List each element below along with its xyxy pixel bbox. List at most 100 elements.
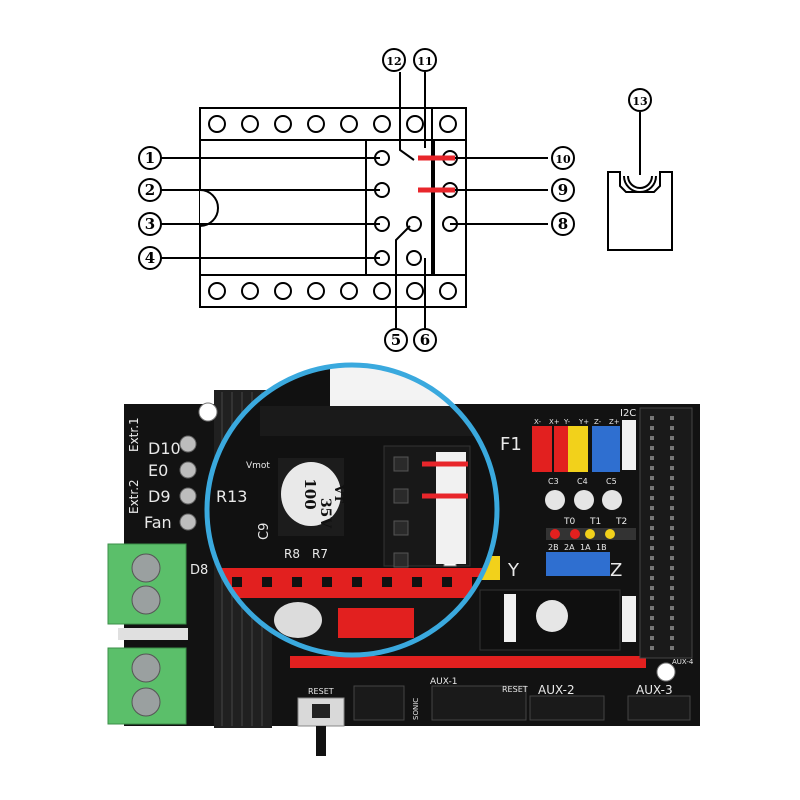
y-label: Y: [507, 560, 520, 581]
header-pin: [670, 536, 674, 540]
header-hole: [274, 115, 292, 133]
capacitor-voltage: 35V: [317, 498, 333, 529]
c9-label: C9: [257, 523, 272, 540]
header-hole: [406, 115, 424, 133]
magnified-pin: [393, 552, 409, 568]
header-pin: [670, 546, 674, 550]
pin-label-2: 2: [138, 178, 162, 202]
svg-text:1: 1: [145, 149, 155, 167]
header-pin: [670, 586, 674, 590]
aux4-label: AUX-4: [672, 658, 694, 666]
header-pin: [670, 496, 674, 500]
header-pin: [650, 486, 654, 490]
header-pin: [650, 456, 654, 460]
header-pin: [650, 556, 654, 560]
header-hole: [340, 282, 358, 300]
aux2-label: AUX-2: [538, 683, 575, 697]
header-pin: [650, 436, 654, 440]
magnified-pin: [393, 520, 409, 536]
header-pin: [650, 646, 654, 650]
endstop-label: X+: [549, 418, 560, 426]
i2c-label: I2C: [620, 408, 636, 419]
header-pin: [650, 586, 654, 590]
header-pin: [650, 596, 654, 600]
red-header-long: [290, 656, 646, 668]
pin-label-12: 12: [382, 48, 406, 72]
pin-hole: [406, 216, 422, 232]
microstep-label: 2B: [548, 543, 559, 552]
pin-label-5: 5: [384, 328, 408, 352]
pin-label-8: 8: [551, 212, 575, 236]
aux1-label: AUX-1: [430, 677, 457, 687]
red-header-hole: [292, 577, 302, 587]
header-pin: [650, 576, 654, 580]
svg-text:5: 5: [391, 331, 401, 349]
header-pin: [670, 636, 674, 640]
blue-jumpers: [546, 552, 610, 576]
header-pin: [650, 496, 654, 500]
red-header-hole: [352, 577, 362, 587]
driver-capacitor-small: [536, 600, 568, 632]
svg-text:4: 4: [145, 249, 155, 267]
pin-label-11: 11: [413, 48, 437, 72]
svg-text:12: 12: [386, 55, 401, 68]
header-pin: [670, 606, 674, 610]
header-pin: [670, 446, 674, 450]
header-pin: [670, 526, 674, 530]
pin-hole: [406, 250, 422, 266]
magnified-pin: [393, 488, 409, 504]
magnified-capacitor: [281, 462, 341, 526]
header-pin: [670, 456, 674, 460]
header-hole: [340, 115, 358, 133]
header-hole: [274, 282, 292, 300]
capacitor-brand: VT: [332, 484, 346, 503]
magnified-pin: [393, 456, 409, 472]
green-terminal-top: [107, 543, 187, 625]
svg-text:10: 10: [555, 153, 571, 166]
sonic-label: SONIC: [412, 698, 420, 720]
microstep-label: 1A: [580, 543, 591, 552]
header-pin: [670, 436, 674, 440]
endstop-label: Z-: [594, 418, 602, 426]
header-pin: [650, 546, 654, 550]
pin-label-3: 3: [138, 212, 162, 236]
svg-text:13: 13: [632, 95, 647, 108]
header-holes: [208, 115, 458, 300]
header-pin: [650, 606, 654, 610]
header-pin: [650, 426, 654, 430]
header-pin: [650, 466, 654, 470]
body-notch: [199, 189, 219, 227]
header-pin: [670, 486, 674, 490]
fan-label: Fan: [144, 513, 172, 532]
svg-text:3: 3: [145, 215, 155, 233]
z-label: Z: [610, 560, 622, 581]
header-hole: [307, 115, 325, 133]
capacitor-label: C4: [577, 477, 588, 486]
r7-label: R7: [312, 547, 328, 561]
pin-label-9: 9: [551, 178, 575, 202]
header-pin: [670, 416, 674, 420]
header-pin: [650, 636, 654, 640]
svg-text:2: 2: [145, 181, 155, 199]
d8-label: D8: [190, 563, 208, 578]
extr1-label: Extr.1: [127, 417, 141, 452]
header-pin: [650, 446, 654, 450]
header-pin: [670, 426, 674, 430]
svg-text:6: 6: [420, 331, 430, 349]
capacitor-label: C5: [606, 477, 617, 486]
reset-label: RESET: [308, 687, 334, 696]
header-pin: [670, 466, 674, 470]
header-pin: [650, 416, 654, 420]
reset-label-aux: RESET: [502, 685, 528, 694]
top-header-row: [199, 107, 467, 141]
header-hole: [373, 115, 391, 133]
header-pin: [670, 576, 674, 580]
header-pin: [650, 626, 654, 630]
d9-label: D9: [148, 487, 171, 506]
vmot-label: Vmot: [246, 461, 270, 471]
header-pin: [670, 646, 674, 650]
red-header-hole: [412, 577, 422, 587]
header-hole: [208, 282, 226, 300]
small-capacitors: [545, 490, 622, 510]
